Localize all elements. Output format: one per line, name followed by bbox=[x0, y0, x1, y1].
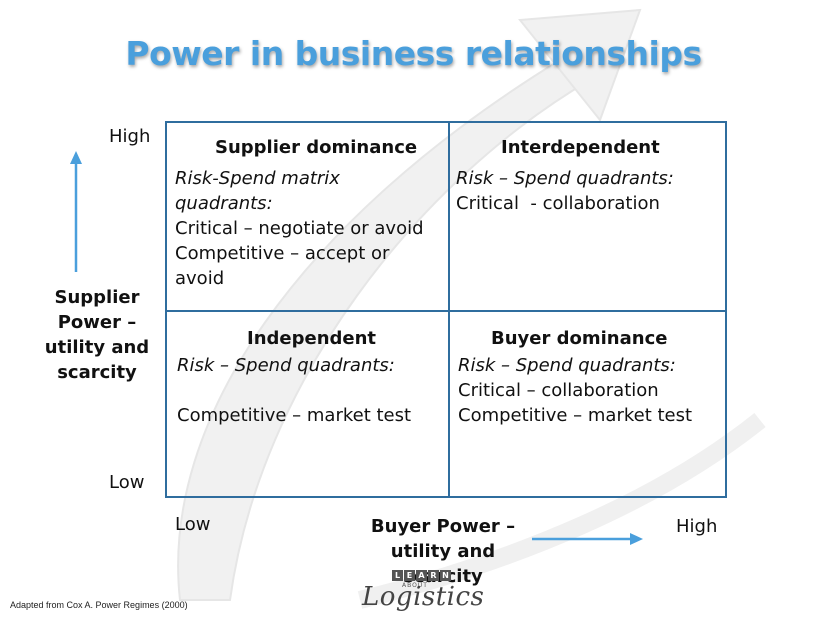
power-matrix: Supplier dominance Risk-Spend matrix qua… bbox=[165, 121, 727, 498]
logo-letter: R bbox=[428, 570, 439, 581]
page-title: Power in business relationships bbox=[125, 34, 702, 73]
logo-letter: N bbox=[440, 570, 451, 581]
quadrant-label: Risk-Spend matrix quadrants: bbox=[175, 168, 340, 214]
y-axis-arrow-icon bbox=[70, 151, 82, 272]
x-axis-high-label: High bbox=[676, 516, 718, 537]
quadrant-interdependent: Interdependent Risk – Spend quadrants: C… bbox=[456, 135, 724, 216]
matrix-horizontal-divider bbox=[167, 310, 725, 312]
quadrant-line: Competitive – accept or avoid bbox=[175, 243, 390, 289]
quadrant-label: Risk – Spend quadrants: bbox=[177, 355, 395, 376]
logo-about-text: ABOUT bbox=[402, 582, 428, 589]
logo-letter: A bbox=[416, 570, 427, 581]
quadrant-buyer-dominance: Buyer dominance Risk – Spend quadrants: … bbox=[458, 326, 726, 428]
quadrant-line: Critical - collaboration bbox=[456, 193, 660, 214]
logo-letter: L bbox=[392, 570, 403, 581]
source-credit: Adapted from Cox A. Power Regimes (2000) bbox=[10, 600, 188, 610]
y-axis-high-label: High bbox=[109, 126, 151, 147]
y-axis-title: Supplier Power – utility and scarcity bbox=[44, 287, 150, 383]
quadrant-line: Critical – collaboration bbox=[458, 380, 659, 401]
quadrant-label: Risk – Spend quadrants: bbox=[456, 168, 674, 189]
logo-learn-blocks: L E A R N bbox=[392, 570, 451, 581]
quadrant-independent: Independent Risk – Spend quadrants: Comp… bbox=[177, 326, 445, 428]
quadrant-line: Competitive – market test bbox=[458, 405, 693, 426]
quadrant-heading: Independent bbox=[247, 328, 377, 349]
logo-letter: E bbox=[404, 570, 415, 581]
quadrant-supplier-dominance: Supplier dominance Risk-Spend matrix qua… bbox=[175, 135, 443, 291]
quadrant-heading: Interdependent bbox=[501, 137, 660, 158]
matrix-vertical-divider bbox=[448, 123, 450, 496]
quadrant-line: Competitive – market test bbox=[177, 405, 412, 426]
x-axis-arrow-icon bbox=[532, 533, 643, 545]
quadrant-line: Critical – negotiate or avoid bbox=[175, 218, 424, 239]
quadrant-heading: Supplier dominance bbox=[215, 137, 418, 158]
x-axis-low-label: Low bbox=[175, 514, 211, 535]
quadrant-label: Risk – Spend quadrants: bbox=[458, 355, 676, 376]
learn-about-logistics-logo: L E A R N ABOUT Logistics bbox=[358, 570, 484, 615]
y-axis-low-label: Low bbox=[109, 472, 145, 493]
logo-wordmark: Logistics bbox=[362, 582, 485, 612]
quadrant-heading: Buyer dominance bbox=[491, 328, 668, 349]
